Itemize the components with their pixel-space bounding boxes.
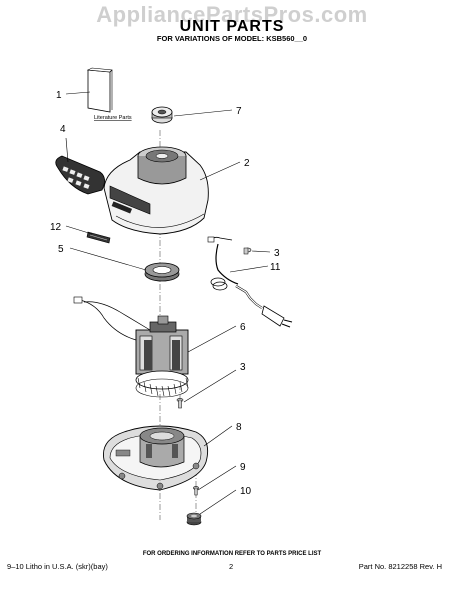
callout-9: 9 [240, 462, 246, 473]
literature-label: Literature Parts [94, 115, 132, 121]
screw-upper-part [243, 247, 252, 255]
callout-3-upper: 3 [274, 248, 280, 259]
callout-7: 7 [236, 106, 242, 117]
foot-screw-part [193, 486, 199, 496]
callout-5: 5 [58, 244, 64, 255]
callout-2: 2 [244, 158, 250, 169]
watermark: AppliancePartsPros.com [96, 2, 368, 27]
callout-10: 10 [240, 486, 252, 497]
callout-12: 12 [50, 222, 62, 233]
power-cord-part [207, 236, 293, 328]
motor-fan-blades [137, 377, 189, 397]
screw-lower-part [176, 398, 184, 409]
jar-coupler-part [151, 106, 173, 124]
callout-6: 6 [240, 322, 246, 333]
callout-11: 11 [270, 262, 281, 273]
gasket-part [144, 262, 180, 282]
rubber-foot-part [186, 512, 202, 526]
model-subtitle: FOR VARIATIONS OF MODEL: KSB560__0 [156, 34, 308, 43]
part-number: Part No. 8212258 Rev. H [358, 562, 442, 571]
callout-1: 1 [56, 90, 62, 101]
litho-note: 9–10 Litho in U.S.A. (skr)(bay) [7, 562, 108, 571]
page-number: 2 [229, 562, 234, 571]
bottom-cover-part [102, 425, 209, 491]
base-housing-part [103, 146, 209, 235]
page-title: UNIT PARTS [179, 18, 285, 35]
badge-part [86, 231, 111, 244]
literature-booklet-part [86, 67, 113, 113]
motor-part [73, 296, 189, 398]
ordering-note: FOR ORDERING INFORMATION REFER TO PARTS … [142, 551, 322, 557]
callout-4: 4 [60, 124, 66, 135]
callout-3-lower: 3 [240, 362, 246, 373]
control-keypad-part [55, 155, 105, 195]
leader-lines [65, 91, 271, 515]
callout-8: 8 [236, 422, 242, 433]
